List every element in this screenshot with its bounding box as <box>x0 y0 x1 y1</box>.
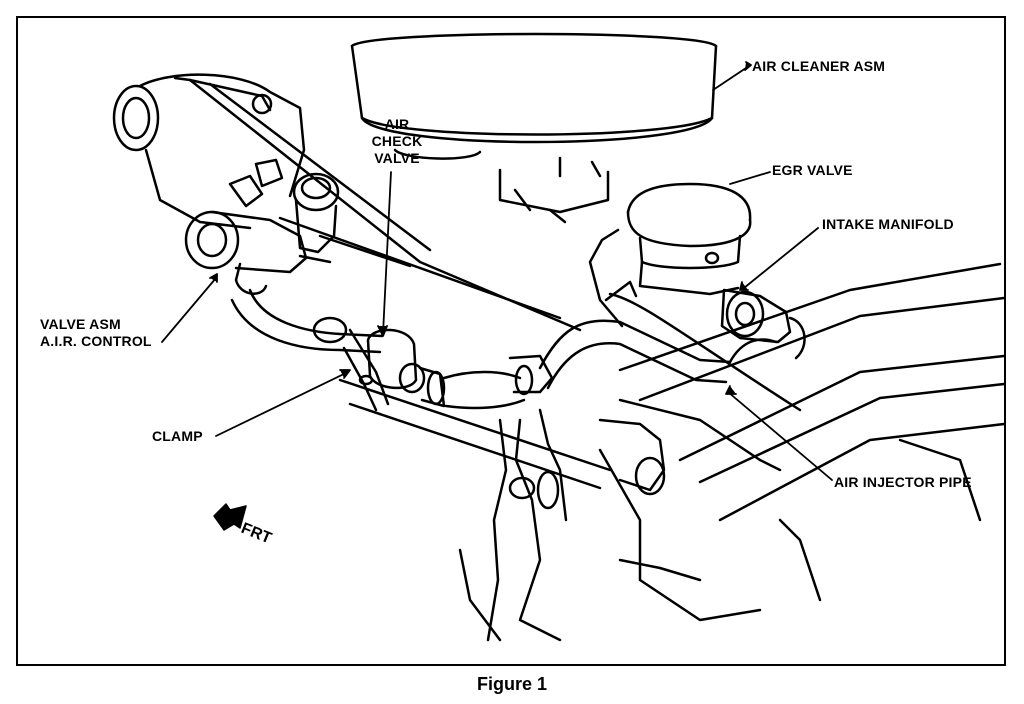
callout-air-check-valve-line-3: VALVE <box>374 150 420 166</box>
lower-bracket-drawing <box>458 398 982 642</box>
callout-valve-asm-line-1: VALVE ASM <box>40 316 121 332</box>
callout-air-cleaner-asm: AIR CLEANER ASM <box>752 58 886 74</box>
callout-valve-asm-line-2: A.I.R. CONTROL <box>40 333 152 349</box>
callout-air-check-valve-line-1: AIR <box>384 116 410 132</box>
frame-rails-drawing <box>188 78 1006 522</box>
callout-air-check-valve-line-2: CHECK <box>371 133 423 149</box>
air-control-valve-drawing <box>112 73 340 295</box>
figure-caption: Figure 1 <box>476 674 547 694</box>
intake-manifold-drawing <box>720 288 806 360</box>
injector-hose-drawing <box>442 354 554 410</box>
callout-egr-valve: EGR VALVE <box>772 162 853 178</box>
air-cleaner-drawing <box>350 32 718 224</box>
air-check-valve-drawing <box>366 328 446 408</box>
figure-frame <box>16 16 1006 666</box>
callout-clamp: CLAMP <box>152 428 203 444</box>
callout-air-injector-pipe: AIR INJECTOR PIPE <box>834 474 972 490</box>
leader-lines <box>161 61 833 481</box>
callout-intake-manifold: INTAKE MANIFOLD <box>822 216 954 232</box>
callout-air-check-valve: AIR CHECK VALVE <box>365 116 429 167</box>
air-injector-pipe-drawing <box>538 280 802 412</box>
air-hose-drawing <box>230 288 390 412</box>
egr-valve-drawing <box>588 182 752 328</box>
front-arrow-icon <box>213 503 247 531</box>
callout-valve-asm-air-control: VALVE ASM A.I.R. CONTROL <box>40 316 152 350</box>
